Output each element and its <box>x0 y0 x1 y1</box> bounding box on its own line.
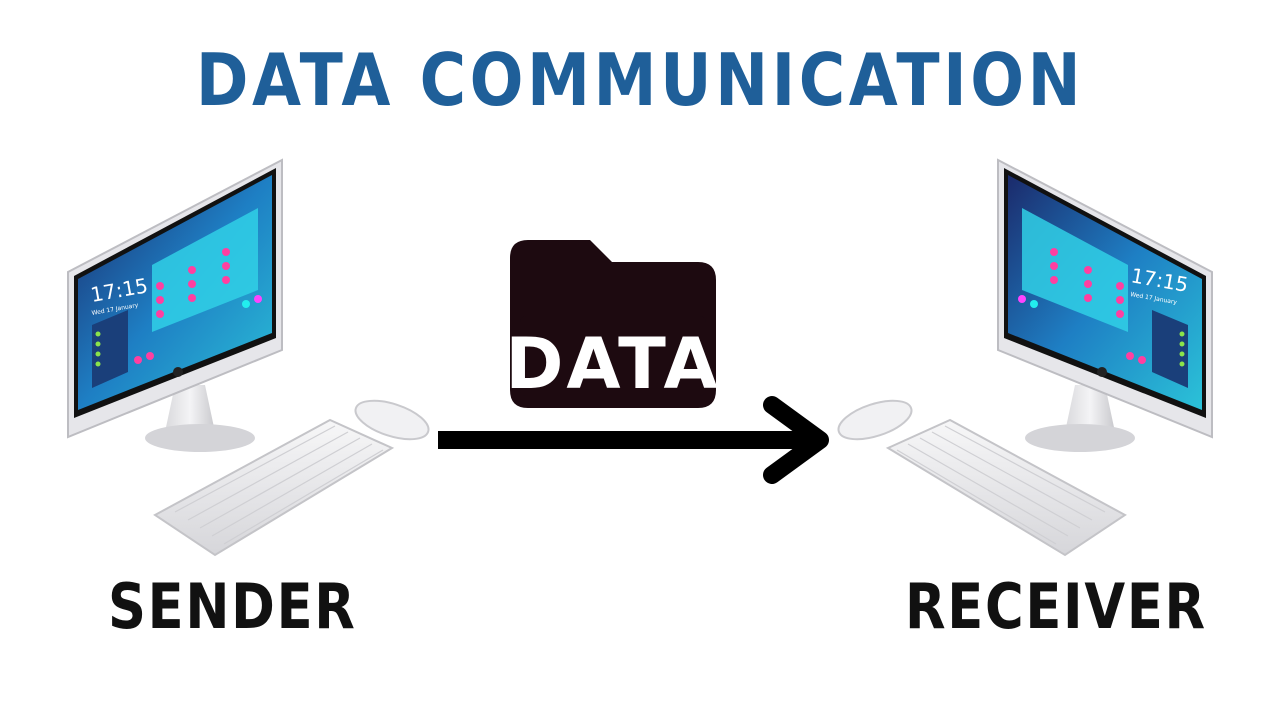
sender-app-window <box>152 208 258 332</box>
receiver-monitor-base <box>1025 424 1135 452</box>
sender-mouse <box>354 399 430 441</box>
sender-widget-dots <box>95 331 101 367</box>
receiver-widget-dots <box>1179 331 1185 367</box>
transfer-arrow <box>438 396 829 484</box>
receiver-computer: 17:15 Wed 17 January <box>837 158 1213 557</box>
page-title: DATA COMMUNICATION <box>195 38 1085 122</box>
sender-monitor-stand <box>165 385 215 432</box>
data-folder-icon <box>510 240 716 408</box>
arrow-head-icon <box>763 396 829 484</box>
receiver-app-dots <box>1050 248 1124 318</box>
sender-logo-icon <box>173 367 183 377</box>
sender-computer: 17:15 Wed 17 January <box>67 158 430 557</box>
receiver-keyboard-keys <box>896 425 1106 545</box>
data-folder-label: DATA <box>505 323 720 405</box>
sender-monitor-base <box>145 424 255 452</box>
receiver-monitor-stand <box>1065 385 1115 432</box>
sender-keyboard-keys <box>174 425 384 545</box>
receiver-mouse <box>837 399 913 441</box>
receiver-logo-icon <box>1097 367 1107 377</box>
receiver-side-widget <box>1152 310 1188 388</box>
receiver-app-window <box>1022 208 1128 332</box>
receiver-taskbar-icons <box>1018 295 1146 364</box>
sender-side-widget <box>92 310 128 388</box>
sender-label: SENDER <box>108 570 357 643</box>
receiver-label: RECEIVER <box>905 570 1207 643</box>
sender-app-dots <box>156 248 230 318</box>
sender-taskbar-icons <box>134 295 262 364</box>
